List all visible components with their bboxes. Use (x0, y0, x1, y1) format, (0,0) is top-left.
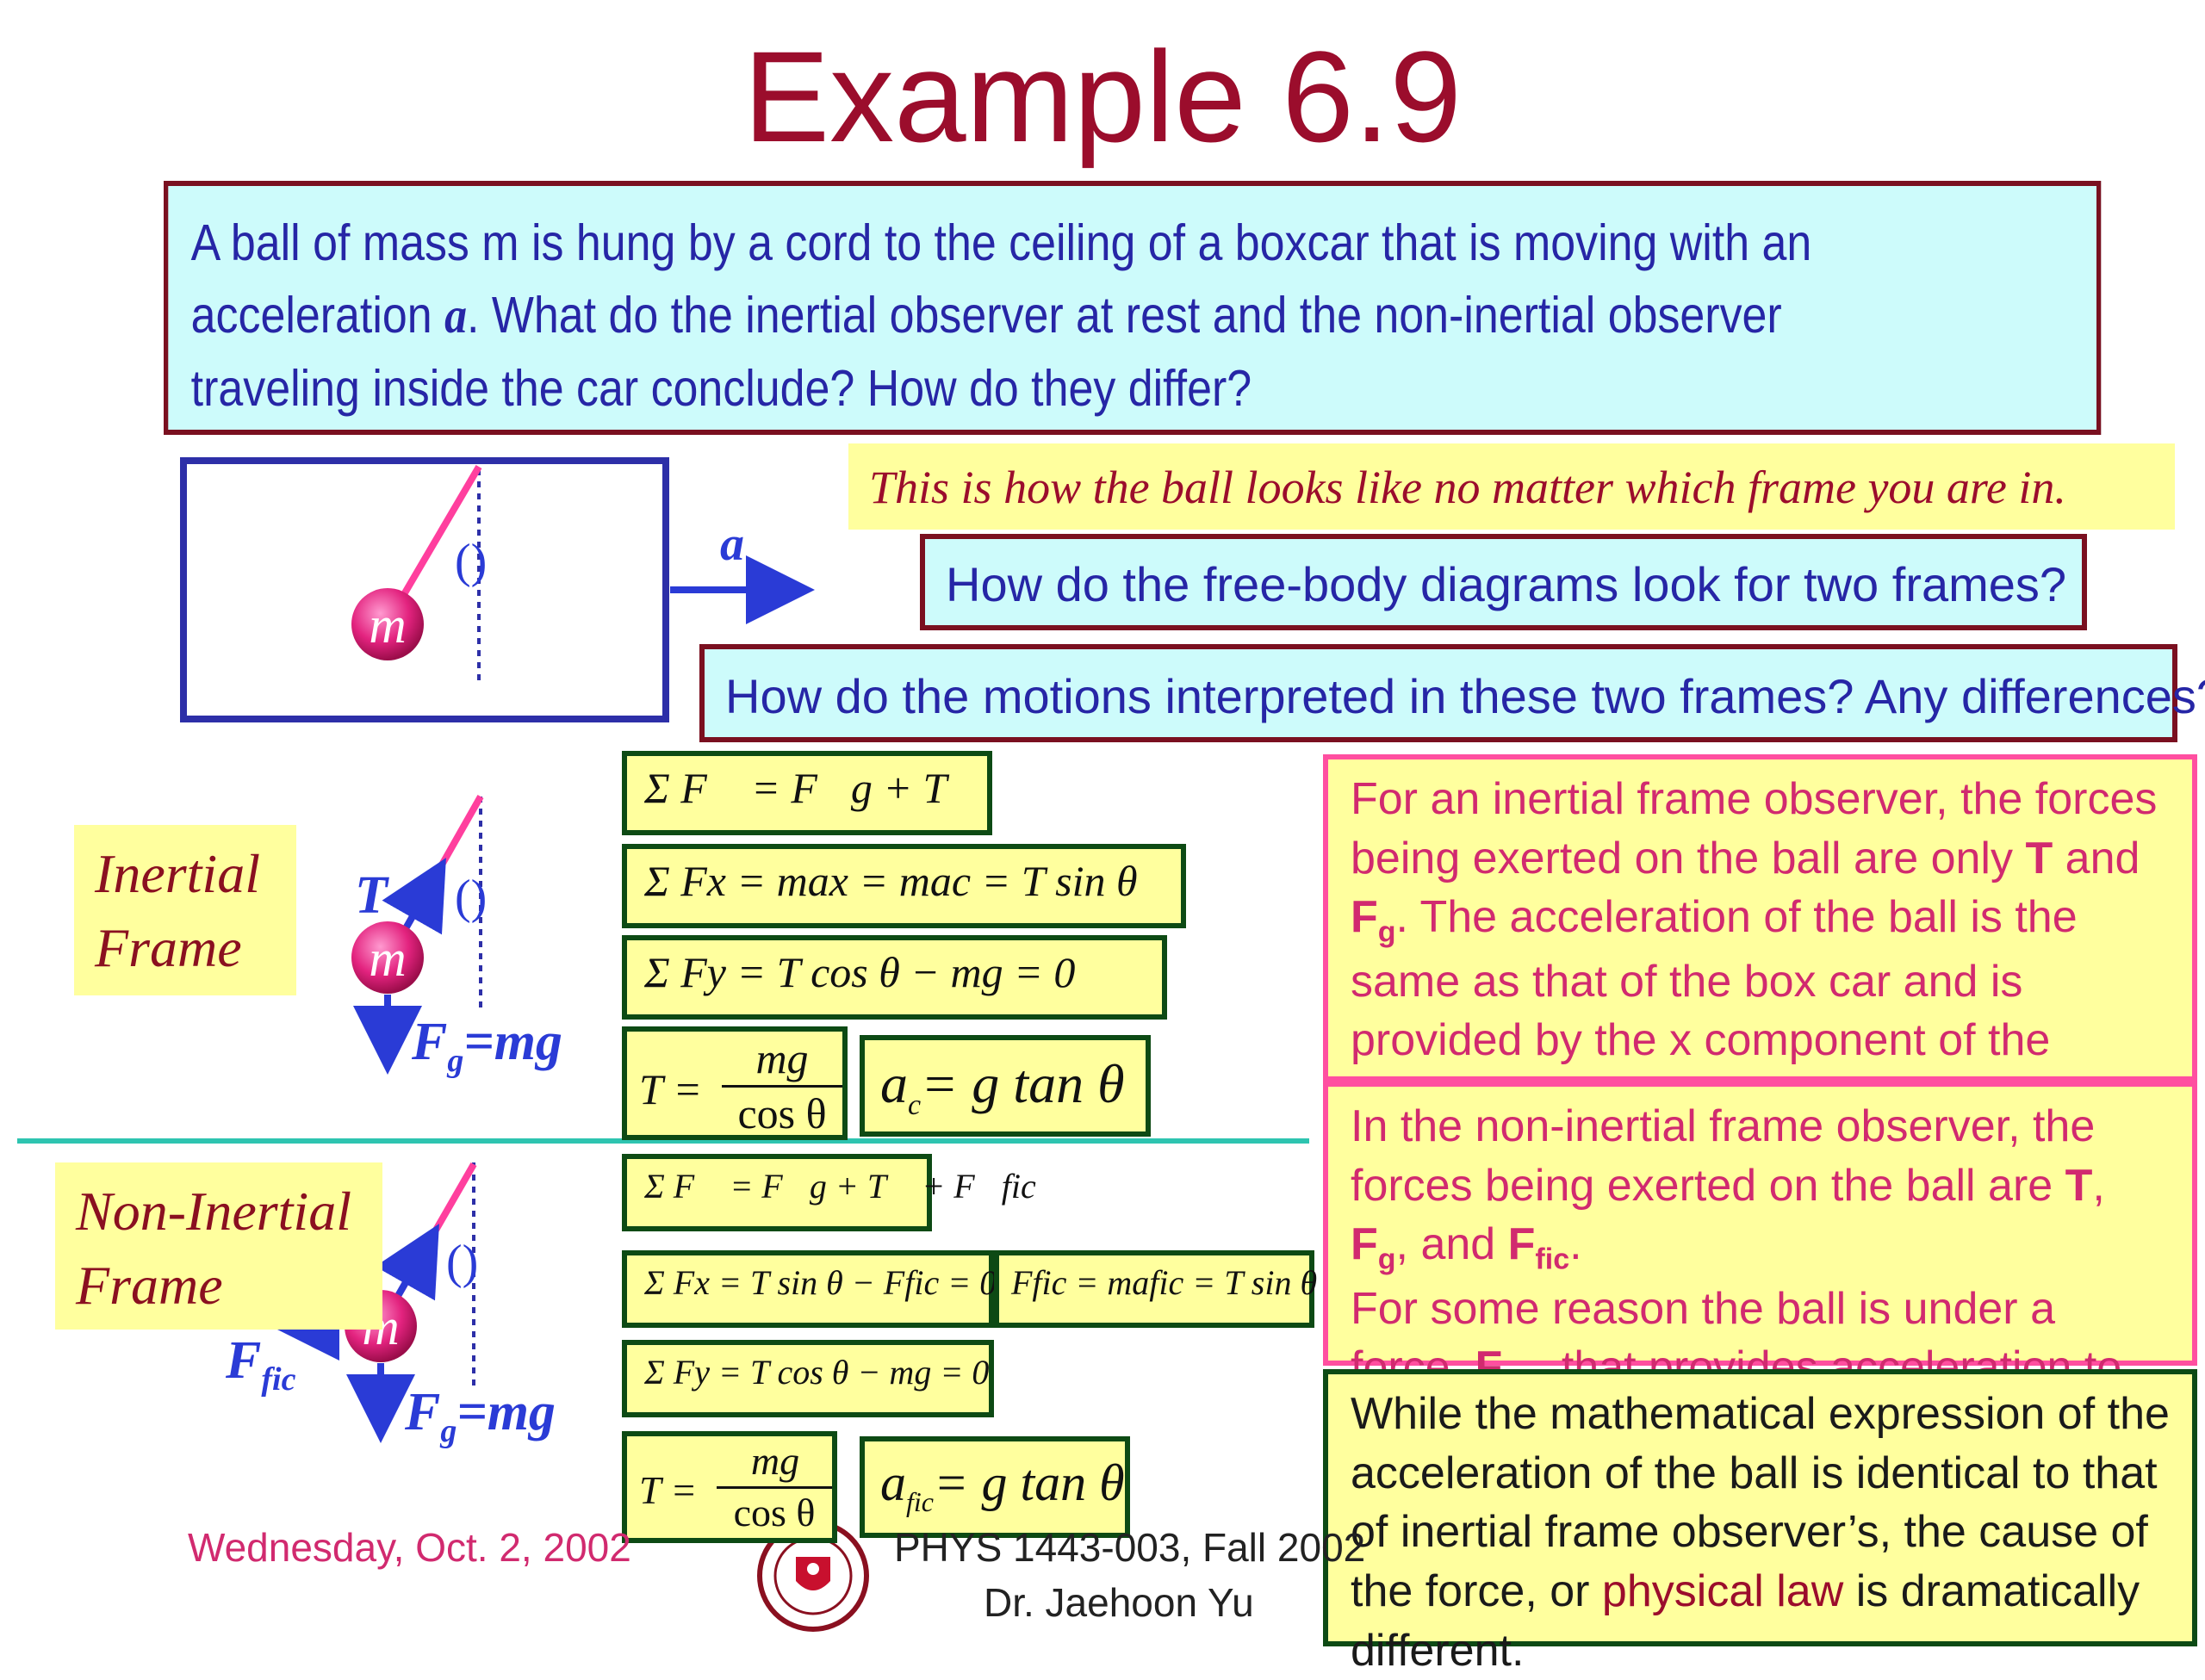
accel-rhs: = g tan θ (921, 1053, 1125, 1114)
gravity-symbol: F (1351, 1219, 1378, 1270)
text: For an inertial frame observer, the forc… (1351, 774, 2158, 883)
inertial-label-line1: Inertial (95, 843, 260, 904)
angle-theta-icon: () (455, 535, 487, 588)
inertial-explanation: For an inertial frame observer, the forc… (1323, 754, 2197, 1125)
footer-course: PHYS 1443-003, Fall 2002 (894, 1525, 1366, 1570)
tension-symbol: T (2025, 833, 2053, 883)
noninertial-equation-net-force: Σ F⃗ = F⃗g + T⃗ + F⃗fic (622, 1154, 1036, 1231)
fic-subscript: fic (261, 1361, 295, 1398)
tension-denominator: cos θ (733, 1491, 816, 1534)
accel-subscript: fic (906, 1486, 934, 1517)
tension-denominator: cos θ (737, 1089, 827, 1138)
noninertial-equation-acceleration: afic= g tan θ (860, 1436, 1130, 1538)
fic-subscript: fic (1535, 1243, 1570, 1276)
problem-line-1: A ball of mass m is hung by a cord to th… (190, 214, 1812, 271)
tension-symbol: T (2065, 1160, 2093, 1211)
noninertial-equation-tension: T = mg cos θ (622, 1431, 837, 1543)
noninertial-equation-y: Σ Fy = T cos θ − mg = 0 (622, 1340, 994, 1417)
inertial-label-line2: Frame (95, 917, 242, 979)
inertial-frame-label: Inertial Frame (74, 825, 296, 995)
accel-subscript: c (908, 1088, 922, 1121)
tension-arrow (375, 1224, 439, 1301)
problem-statement: A ball of mass m is hung by a cord to th… (164, 181, 2102, 435)
inertial-equation-x: Σ Fx = max = mac = T sin θ (622, 844, 1186, 928)
boxcar-diagram: () m a (180, 457, 815, 722)
gravity-label: Fg=mg (404, 1383, 556, 1449)
gravity-subscript: g (446, 1043, 463, 1079)
accel-rhs: = g tan θ (933, 1454, 1125, 1511)
tension-numerator: mg (755, 1034, 809, 1082)
tension-arrow (382, 858, 446, 935)
tension-lhs: T = (639, 1468, 698, 1512)
gravity-rhs: =mg (457, 1383, 556, 1441)
gravity-symbol: F (1351, 892, 1378, 943)
problem-line-2: acceleration a. What do the inertial obs… (191, 279, 2074, 351)
accel-symbol: a (880, 1454, 906, 1511)
cord (400, 464, 482, 598)
inertial-equation-net-force: Σ F⃗ = F⃗g + T⃗ (622, 751, 992, 835)
text: . (1569, 1219, 1582, 1270)
footer-date: Wednesday, Oct. 2, 2002 (188, 1525, 631, 1570)
mass-label: m (369, 930, 406, 987)
gravity-subscript: g (1377, 915, 1396, 949)
noninertial-explanation: In the non-inertial frame observer, the … (1323, 1082, 2197, 1456)
ball-appearance-note: This is how the ball looks like no matte… (848, 443, 2175, 530)
fictitious-force-label: Ffic (225, 1331, 296, 1398)
fic-symbol: F (1507, 1219, 1536, 1270)
tension-lhs: T = (639, 1065, 703, 1113)
gravity-symbol: F (411, 1013, 447, 1071)
slide-title: Example 6.9 (743, 24, 1462, 169)
inertial-free-body-diagram: T () m Fg=mg (351, 795, 562, 1079)
ball (351, 921, 424, 994)
noninertial-equation-fictitious: Ffic = mafic = T sin θ (994, 1250, 1317, 1328)
university-seal-logo (757, 1520, 869, 1632)
mass-label: m (369, 597, 406, 654)
noninertial-equation-x: Σ Fx = T sin θ − Ffic = 0 (622, 1250, 997, 1328)
gravity-label: Fg=mg (411, 1013, 562, 1079)
inertial-equation-tension: T = mg cos θ (622, 1026, 848, 1140)
text: In the non-inertial frame observer, the … (1351, 1101, 2096, 1211)
noninertial-label-line2: Frame (76, 1255, 223, 1317)
accel-symbol: a (880, 1053, 908, 1114)
gravity-subscript: g (1377, 1243, 1396, 1276)
problem-line-2-end: . What do the inertial observer at rest … (467, 287, 1782, 344)
acceleration-symbol: a (444, 287, 468, 344)
free-body-question: How do the free-body diagrams look for t… (920, 534, 2087, 630)
angle-theta-icon: () (446, 1236, 478, 1289)
fic-symbol: F (225, 1331, 261, 1390)
gravity-subscript: g (439, 1413, 457, 1449)
noninertial-label-line1: Non-Inertial (76, 1181, 351, 1242)
inertial-equation-y: Σ Fy = T cos θ − mg = 0 (622, 935, 1167, 1020)
fraction-bar (722, 1085, 842, 1088)
problem-line-3: traveling inside the car conclude? How d… (190, 359, 1252, 417)
gravity-rhs: =mg (463, 1013, 562, 1071)
text: While the mathematical expression of the… (1351, 1389, 2170, 1616)
text: and (2053, 833, 2140, 883)
text: For some reason the ball is under a forc… (1351, 1283, 2055, 1393)
footer-professor: Dr. Jaehoon Yu (984, 1580, 1254, 1625)
ball (351, 588, 424, 660)
noninertial-frame-label: Non-Inertial Frame (55, 1162, 382, 1330)
tension-numerator: mg (750, 1439, 800, 1483)
text: , and (1395, 1219, 1508, 1270)
acceleration-label: a (720, 518, 744, 571)
fraction-bar (717, 1486, 832, 1489)
comparison-explanation: While the mathematical expression of the… (1323, 1369, 2197, 1676)
inertial-equation-acceleration: ac= g tan θ (860, 1035, 1151, 1137)
motion-question: How do the motions interpreted in these … (699, 644, 2205, 742)
gravity-symbol: F (404, 1383, 440, 1441)
physical-law-highlight: physical law (1601, 1565, 1844, 1616)
angle-theta-icon: () (455, 871, 487, 924)
boxcar-outline (180, 457, 669, 722)
text: , (2092, 1160, 2105, 1211)
tension-label: T (355, 866, 389, 925)
problem-line-2-start: acceleration (190, 287, 445, 344)
